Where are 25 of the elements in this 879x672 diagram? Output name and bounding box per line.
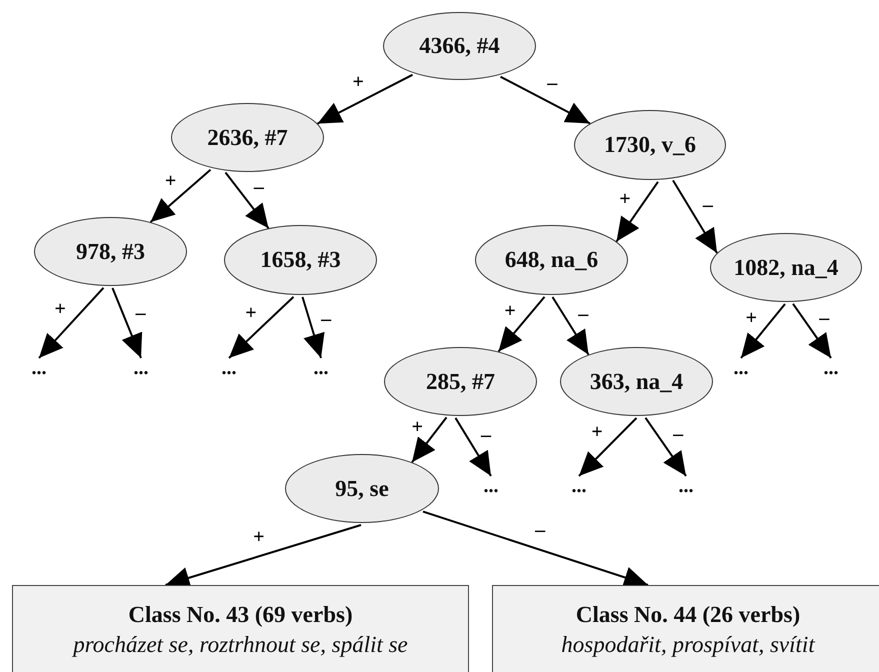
node-ellipse: 2636, #7 [171, 103, 324, 172]
node-ellipse: 95, se [285, 454, 439, 523]
node-ellipse: 363, na_4 [560, 347, 713, 416]
verb-list: hospodařit, prospívat, svítit [561, 632, 815, 658]
class-heading: Class No. 44 (26 verbs) [576, 602, 800, 628]
class-heading: Class No. 43 (69 verbs) [128, 602, 353, 628]
node-ellipse: 1730, v_6 [574, 110, 726, 180]
ellipsis-text: ... [818, 358, 844, 378]
verb-list: procházet se, roztrhnout se, spálit se [73, 632, 408, 658]
ellipsis-text: ... [478, 476, 504, 496]
node-ellipse: 648, na_6 [475, 225, 628, 295]
ellipsis-text: ... [308, 358, 334, 378]
ellipsis-text: ... [728, 358, 754, 378]
class-box [492, 585, 879, 672]
ellipsis-text: ... [673, 476, 699, 496]
ellipsis-text: ... [128, 358, 154, 378]
node-ellipse: 978, #3 [34, 217, 187, 286]
class-box [12, 585, 469, 672]
ellipsis-text: ... [216, 358, 242, 378]
node-ellipse: 1658, #3 [224, 225, 377, 295]
ellipsis-text: ... [26, 358, 52, 378]
node-ellipse: 4366, #4 [383, 12, 536, 80]
ellipsis-text: ... [566, 476, 592, 496]
node-ellipse: 285, #7 [384, 347, 537, 416]
node-ellipse: 1082, na_4 [710, 233, 862, 302]
